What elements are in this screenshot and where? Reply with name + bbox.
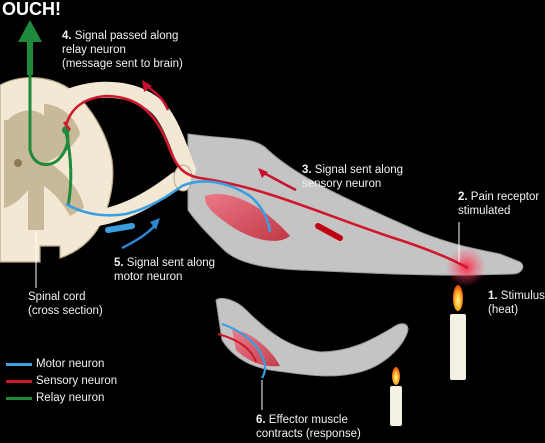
relay-neuron-branch	[64, 131, 73, 207]
dorsal-ganglion	[173, 164, 193, 192]
red-line-icon	[6, 379, 32, 383]
blue-line-icon	[6, 362, 32, 366]
step-1-label: 1. Stimulus (heat)	[488, 290, 545, 316]
spinal-cord-label: Spinal cord (cross section)	[28, 291, 103, 317]
candle-2	[390, 386, 402, 426]
step-4-label: 4. Signal passed along relay neuron (mes…	[62, 30, 183, 70]
legend-item-relay: Relay neuron	[6, 391, 104, 405]
step-5-label: 5. Signal sent along motor neuron	[114, 257, 216, 283]
forearm-muscle	[232, 330, 280, 367]
legend-item-motor: Motor neuron	[6, 357, 104, 371]
ventral-root	[72, 172, 184, 228]
ouch-title: OUCH!	[2, 0, 61, 19]
flame-2	[392, 367, 400, 385]
candle-1	[450, 314, 466, 380]
green-line-icon	[6, 396, 32, 400]
sensory-myelin	[315, 223, 343, 241]
legend-item-sensory: Sensory neuron	[6, 374, 117, 388]
central-canal	[14, 159, 22, 167]
motor-myelin	[105, 223, 135, 233]
flame-1	[453, 285, 463, 311]
sensory-neuron	[64, 94, 469, 270]
up-arrow	[18, 20, 42, 42]
step-3-label: 3. Signal sent along sensory neuron	[302, 164, 404, 190]
motor-neuron	[65, 180, 272, 233]
dorsal-root	[58, 81, 196, 178]
step-6-label: 6. Effector muscle contracts (response)	[256, 414, 361, 440]
grey-matter	[4, 104, 84, 230]
step-2-label: 2. Pain receptor stimulated	[458, 191, 540, 217]
